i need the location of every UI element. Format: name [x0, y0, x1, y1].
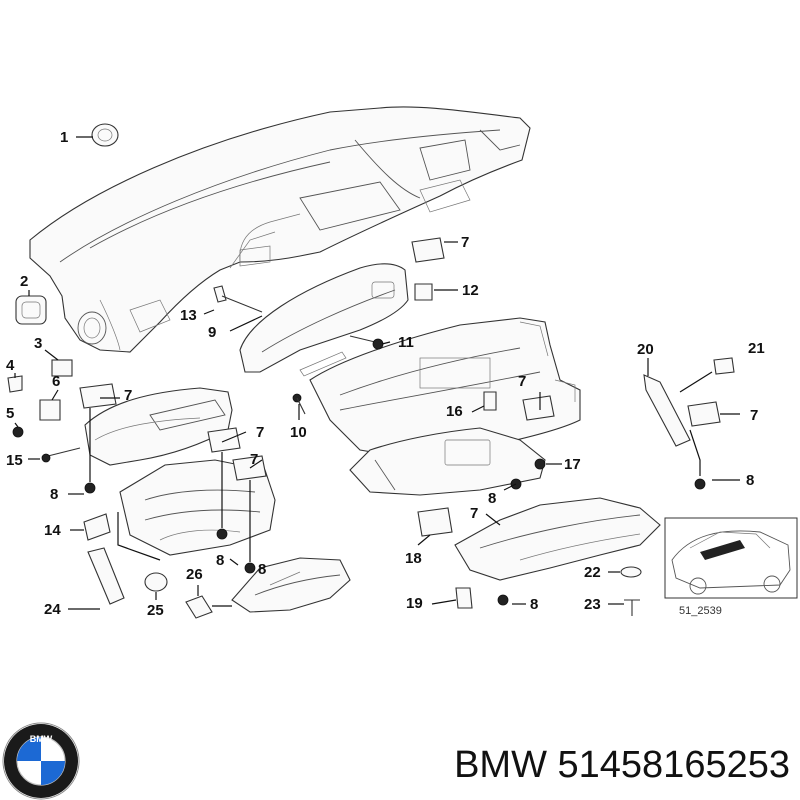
- footer-brand: BMW: [454, 744, 547, 786]
- part-13-plug: [213, 285, 227, 303]
- callout-26: 26: [186, 566, 203, 583]
- callout-15: 15: [6, 452, 23, 469]
- callout-3: 3: [34, 335, 42, 352]
- part-16-bolt: [483, 391, 497, 411]
- part-6-nut: [39, 399, 61, 421]
- callout-7-e: 7: [518, 373, 526, 390]
- part-3-clip: [51, 359, 73, 377]
- callout-8-c: 8: [258, 561, 266, 578]
- callout-labels: 1 2 3 4 6 7 5 15 8 14 24 25 26 13 9 11 1…: [6, 129, 765, 619]
- callout-8-f: 8: [746, 472, 754, 489]
- callout-10: 10: [290, 424, 307, 441]
- callout-1: 1: [60, 129, 68, 146]
- callout-25: 25: [147, 602, 164, 619]
- part-7-clip-a: [411, 237, 445, 263]
- part-21-bolt: [713, 357, 735, 375]
- diagram-ref-code: 51_2539: [679, 605, 722, 617]
- part-5-screw: [12, 426, 24, 438]
- part-8-screw-b: [216, 528, 228, 540]
- callout-7-g: 7: [750, 407, 758, 424]
- callout-2: 2: [20, 273, 28, 290]
- part-20-bracket: [643, 374, 691, 447]
- left-lower-cover: [119, 459, 276, 556]
- callout-18: 18: [405, 550, 422, 567]
- callout-13: 13: [180, 307, 197, 324]
- part-23-pin: [624, 599, 640, 616]
- part-24-bracket: [87, 547, 125, 605]
- part-7-clip-b: [79, 383, 117, 409]
- footer-part-number: 51458165253: [557, 744, 790, 786]
- part-7-clip-e: [522, 395, 555, 421]
- callout-24: 24: [44, 601, 61, 618]
- part-25-cap: [144, 572, 168, 592]
- callout-16: 16: [446, 403, 463, 420]
- callout-9: 9: [208, 324, 216, 341]
- part-26-clip: [185, 595, 213, 619]
- callout-5: 5: [6, 405, 14, 422]
- callout-6: 6: [52, 373, 60, 390]
- callout-11: 11: [398, 334, 414, 351]
- leader-lines: [14, 136, 740, 610]
- part-15-screw: [43, 447, 81, 458]
- callout-12: 12: [462, 282, 479, 299]
- callout-14: 14: [44, 522, 61, 539]
- callout-7-f: 7: [470, 505, 478, 522]
- part-7-clip-f: [687, 401, 721, 427]
- callout-8: 8: [50, 486, 58, 503]
- part-9-pin: [221, 295, 263, 313]
- part-14-clip: [83, 513, 111, 541]
- part-2-cap: [15, 295, 47, 325]
- footer-part-label: BMW 51458165253: [385, 742, 790, 788]
- left-knee-panel: [84, 387, 233, 466]
- bmw-logo: BMW: [2, 722, 80, 800]
- part-1-grommet: [91, 123, 119, 147]
- cluster-frame: [239, 263, 409, 377]
- part-7-clip-d: [232, 455, 267, 481]
- callout-7-d: 7: [250, 451, 258, 468]
- callout-8-b: 8: [216, 552, 224, 569]
- callout-22: 22: [584, 564, 601, 581]
- dashboard-panel: [29, 106, 531, 353]
- part-4-plug: [7, 375, 23, 393]
- part-19-fastener: [455, 587, 473, 609]
- callout-23: 23: [584, 596, 601, 613]
- part-17-screw: [534, 458, 546, 470]
- logo-lettering: BMW: [30, 734, 53, 744]
- center-lower-trim: [349, 427, 546, 496]
- right-lower-cover: [454, 497, 661, 581]
- part-18-bracket: [417, 507, 453, 537]
- callout-7: 7: [124, 387, 132, 404]
- part-12-bolt: [414, 283, 433, 301]
- callout-8-d: 8: [488, 490, 496, 507]
- footwell-cover: [231, 557, 351, 613]
- part-7-clip-c: [207, 427, 241, 453]
- car-location-inset: [664, 517, 798, 599]
- part-8-screw-e: [497, 594, 509, 606]
- part-11-screw: [349, 335, 376, 343]
- callout-17: 17: [564, 456, 581, 473]
- callout-19: 19: [406, 595, 423, 612]
- part-8-screw-c: [244, 562, 256, 574]
- part-8-screw-f: [694, 478, 706, 490]
- callout-8-e: 8: [530, 596, 538, 613]
- callout-7-b: 7: [461, 234, 469, 251]
- callout-4: 4: [6, 357, 15, 374]
- part-22-washer: [620, 566, 642, 578]
- callout-21: 21: [748, 340, 765, 357]
- callout-7-c: 7: [256, 424, 264, 441]
- part-8-screw-a: [84, 482, 96, 494]
- callout-20: 20: [637, 341, 654, 358]
